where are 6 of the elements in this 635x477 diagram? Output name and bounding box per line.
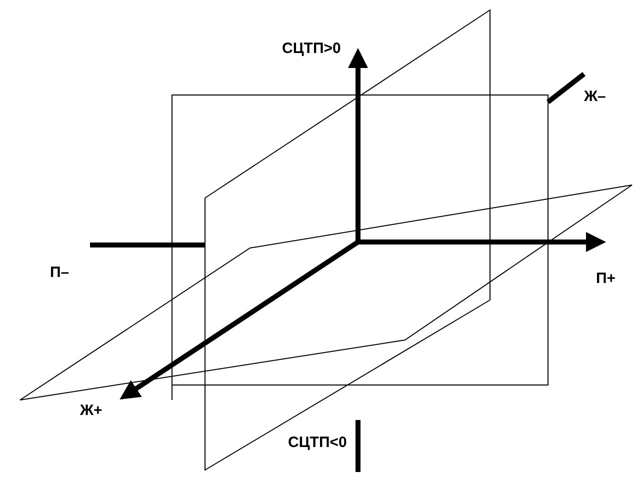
axis-label: П– [50, 263, 70, 283]
axis-label: СЦТП>0 [282, 39, 341, 59]
axis-label: Ж+ [80, 401, 102, 421]
axis-label: СЦТП<0 [288, 433, 347, 453]
axis-label: Ж– [584, 87, 606, 107]
axis-label: П+ [596, 269, 616, 289]
